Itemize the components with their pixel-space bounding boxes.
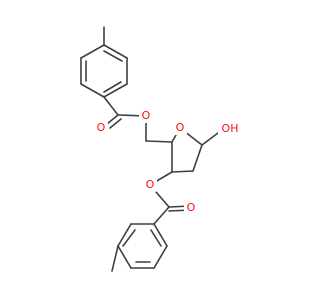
o-ester-top-label: O <box>142 109 151 122</box>
bottom-aryl-carbonyl-bond <box>153 206 170 225</box>
ring-bottom-bond-5 <box>153 245 168 269</box>
ring-top-bond-4 <box>80 83 105 98</box>
ring-c2-c3 <box>171 170 194 173</box>
o-carbonyl-bottom-bg <box>184 201 198 215</box>
furanose-ring <box>145 127 223 186</box>
o-hydroxyl-bg <box>218 122 242 136</box>
ring-bottom-bond-3 <box>117 245 132 269</box>
o-hydroxyl-label: OH <box>222 122 239 135</box>
o-ester-bottom-bg <box>143 178 157 192</box>
molecule-structure: O O O OH O O <box>80 26 242 272</box>
ring-c1-c2 <box>192 144 203 172</box>
ring-top-inner-1 <box>103 50 123 62</box>
o-ring-label: O <box>176 121 185 134</box>
o-ester-top-bg <box>139 109 153 123</box>
o-carbonyl-bottom-label: O <box>187 201 196 214</box>
o-ring-bg <box>173 121 187 135</box>
o-carbonyl-top-bg <box>94 121 108 135</box>
o-carbonyl-top-label: O <box>97 121 106 134</box>
ring-c4-c3 <box>145 140 173 143</box>
ring-top-bond-3 <box>103 83 128 98</box>
ring-bottom-bond-6 <box>153 223 168 247</box>
top-carbonyl-double-a <box>106 114 119 125</box>
ring-top-bond-1 <box>103 44 128 59</box>
ring-top-bond-6 <box>80 44 105 59</box>
atom-labels: O O O OH O O <box>94 109 242 215</box>
molecule-canvas: O O O OH O O <box>80 26 242 272</box>
ring-bottom-inner-1 <box>122 229 136 247</box>
ring-bottom-bond-2 <box>117 223 132 247</box>
ring-top-inner-2 <box>103 81 122 93</box>
bottom-toluoyl-group <box>111 184 192 272</box>
o-ester-bottom-label: O <box>146 178 155 191</box>
ring-bottom-inner-3 <box>150 229 162 247</box>
top-aryl-carbonyl-bond <box>103 96 119 116</box>
top-toluoyl-group <box>80 26 147 142</box>
methyl-bond-bottom <box>111 245 119 272</box>
top-carbonyl-double-b <box>109 118 122 129</box>
